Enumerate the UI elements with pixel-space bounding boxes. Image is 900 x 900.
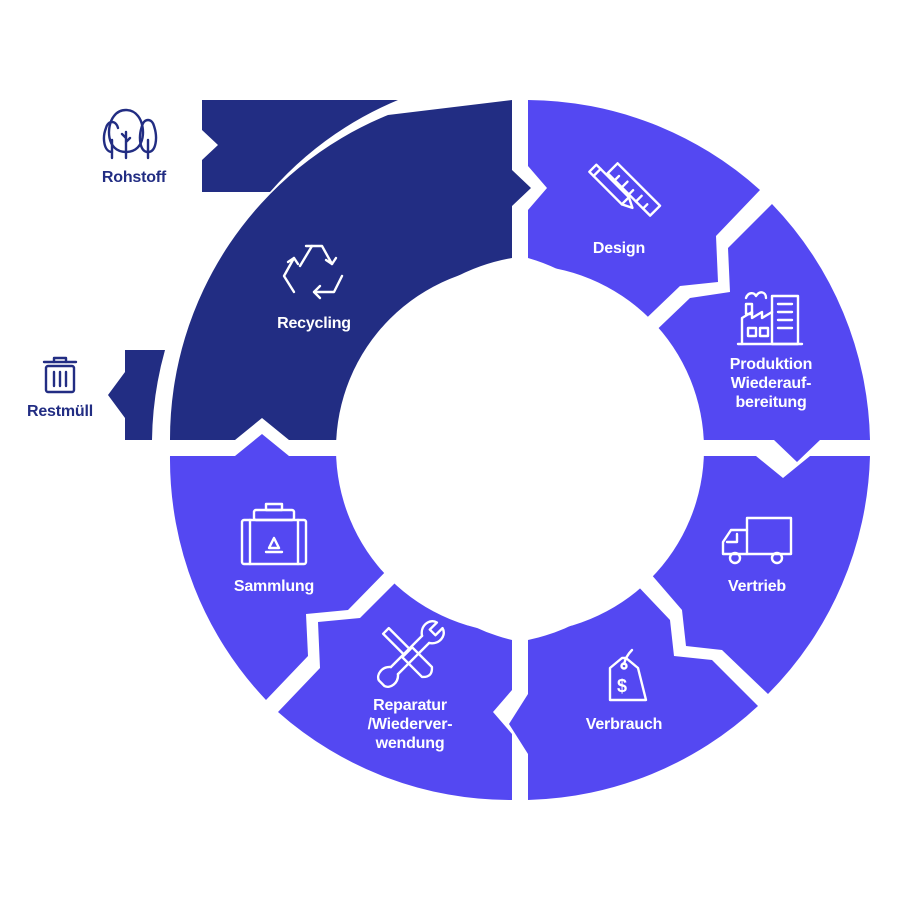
icons: $	[42, 108, 804, 702]
label-line: Produktion	[730, 356, 812, 373]
segment-rohstoff-arm	[202, 100, 398, 192]
segment-design	[528, 100, 760, 332]
label-line: bereitung	[735, 394, 806, 411]
segment-sammlung	[169, 434, 395, 700]
segment-vertrieb	[644, 456, 870, 694]
segment-recycling	[169, 100, 532, 440]
label-line: Design	[593, 240, 645, 257]
label-line: Reparatur	[373, 697, 447, 714]
label-line: Vertrieb	[728, 578, 786, 595]
label-line: Sammlung	[234, 578, 314, 595]
price-tag-icon: $	[608, 648, 648, 702]
segment-reparatur	[278, 572, 512, 801]
tools-icon	[377, 620, 445, 688]
label-vertrieb: Vertrieb	[728, 578, 786, 595]
label-reparatur: Reparatur/Wiederver-wendung	[368, 697, 453, 752]
label-line: Recycling	[277, 315, 351, 332]
trash-can-icon	[42, 356, 78, 394]
label-rohstoff: Rohstoff	[102, 169, 167, 186]
label-line: Verbrauch	[586, 716, 662, 733]
trees-icon	[102, 108, 158, 160]
svg-text:$: $	[617, 676, 627, 696]
label-sammlung: Sammlung	[234, 578, 314, 595]
truck-icon	[721, 516, 793, 565]
pencil-ruler-icon	[588, 162, 662, 217]
segment-verbrauch	[509, 580, 758, 800]
label-recycling: Recycling	[277, 315, 351, 332]
factory-icon	[736, 291, 804, 346]
recycle-bin-icon	[240, 502, 308, 566]
segment-restmuell-arm	[108, 350, 165, 440]
label-design: Design	[593, 240, 645, 257]
ring-center	[336, 265, 704, 633]
label-line: Wiederauf-	[731, 375, 812, 392]
label-verbrauch: Verbrauch	[586, 716, 662, 733]
label-line: wendung	[375, 735, 445, 752]
label-line: /Wiederver-	[368, 716, 453, 733]
label-restmuell: Restmüll	[27, 403, 93, 420]
ring	[108, 100, 870, 801]
recycle-icon	[282, 244, 344, 300]
